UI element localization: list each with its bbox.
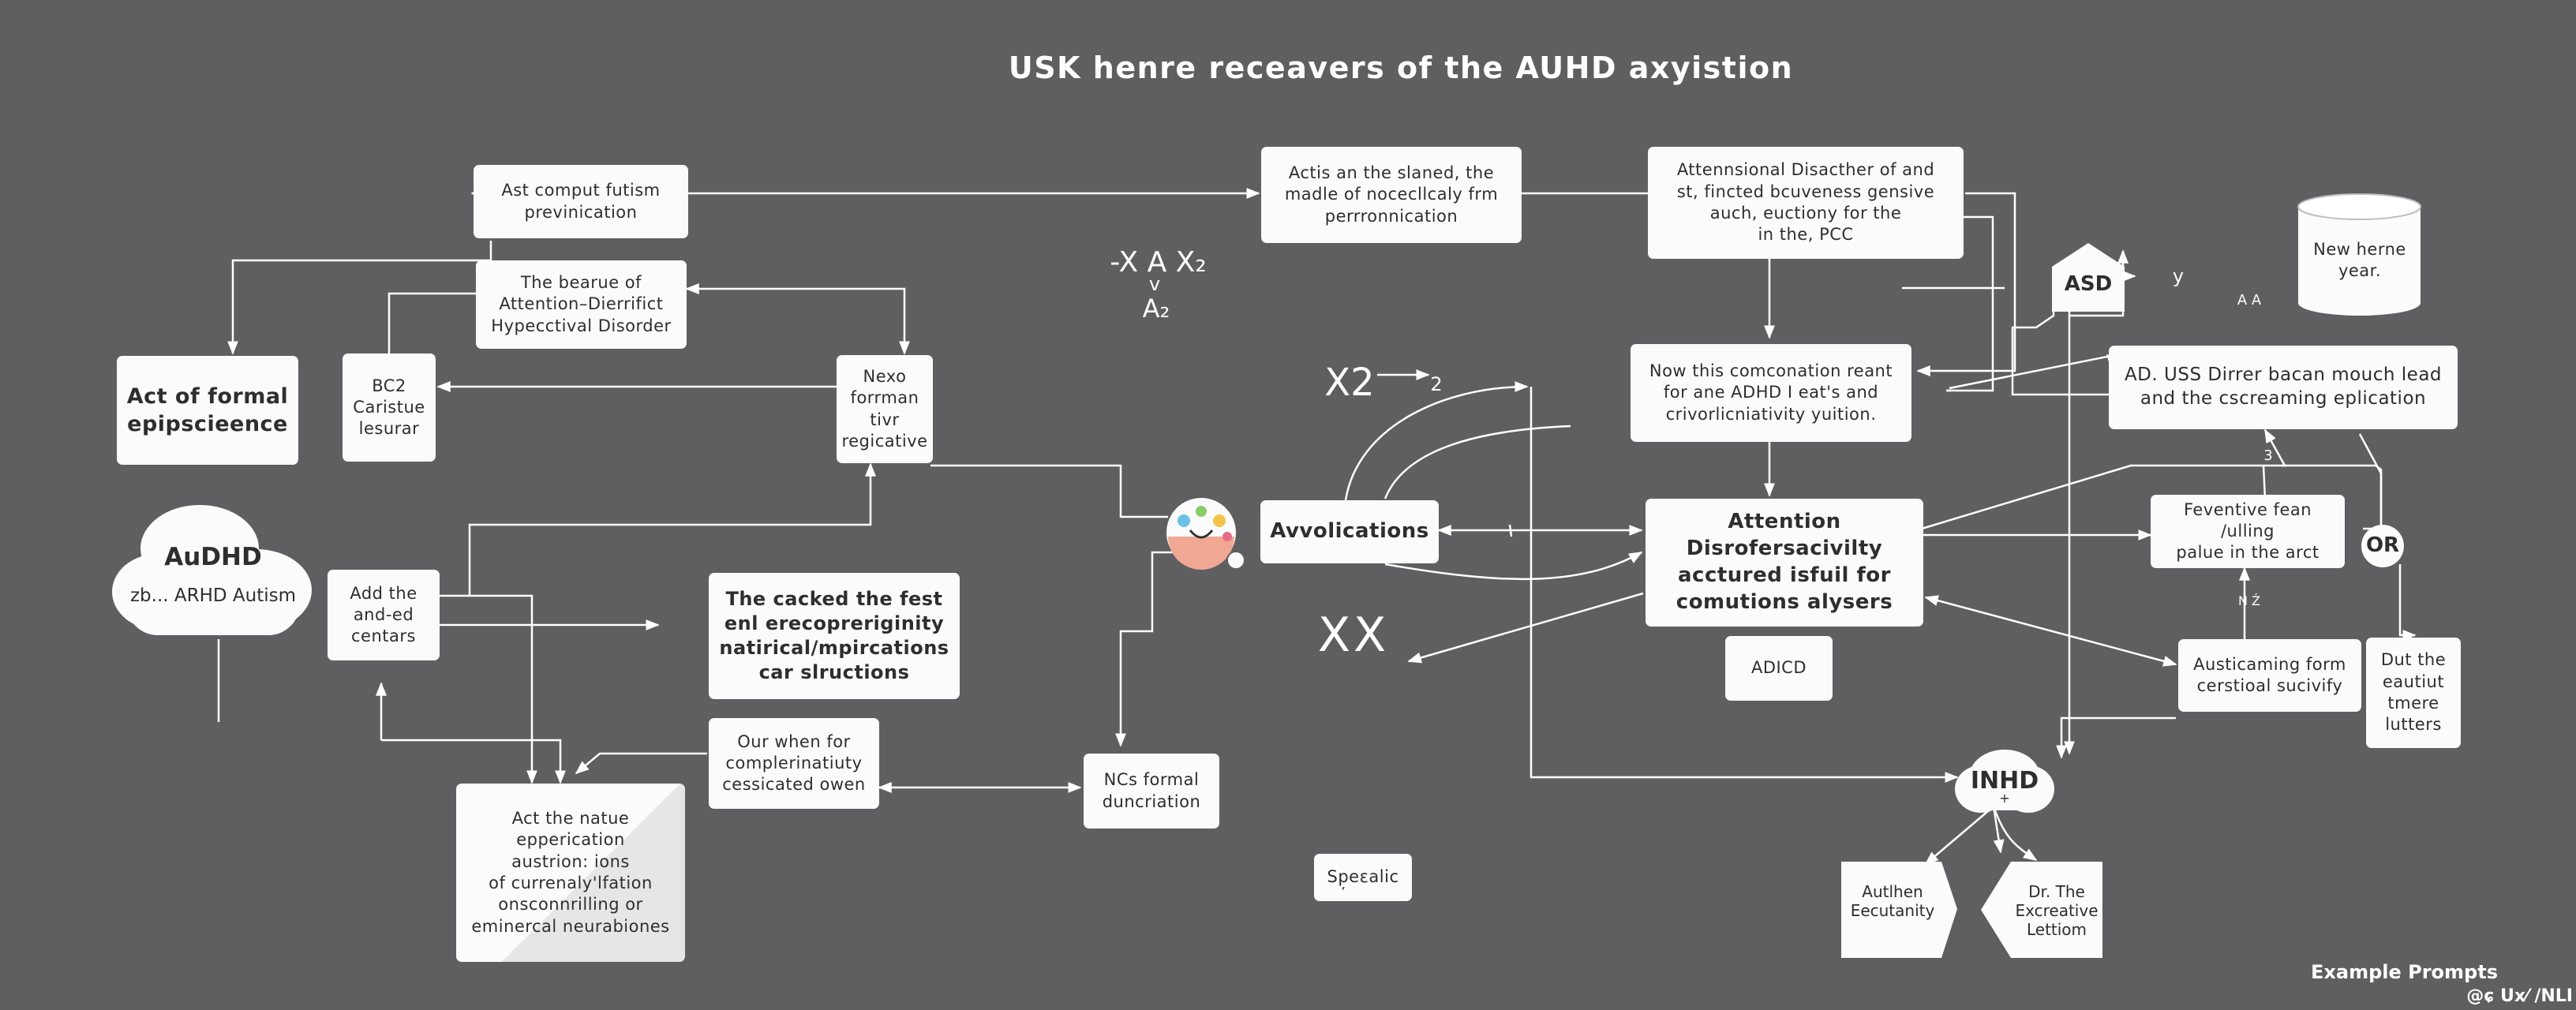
node-now-this[interactable]: Now this comconation reant for ane ADHD … bbox=[1631, 344, 1911, 442]
node-ad-uss[interactable]: AD. USS Dirrer bacan mouch lead and the … bbox=[2109, 346, 2458, 429]
inhd-cloud bbox=[1955, 750, 2054, 813]
node-actis[interactable]: Actis an the slaned, the madle of nocecl… bbox=[1261, 147, 1522, 243]
y-label: y bbox=[2172, 265, 2185, 287]
node-act-nature[interactable]: Act the natue epperication austrion: ion… bbox=[456, 784, 685, 962]
page-title: USK henre receavers of the AUHD axyistio… bbox=[1008, 50, 1794, 85]
node-nexo[interactable]: Nexo forrman tivr regicative bbox=[837, 355, 933, 463]
inhd-label[interactable]: INHD bbox=[1970, 767, 2039, 795]
node-bearue[interactable]: The bearue of Attention–Dierrifict Hypec… bbox=[476, 260, 687, 349]
footer-credit: @ɕ Ux⁄ /NLI bbox=[2466, 986, 2573, 1006]
node-add-the[interactable]: Add the and-ed centars bbox=[328, 570, 440, 660]
node-act-formal[interactable]: Act of formal epipscieence bbox=[117, 356, 298, 465]
aa-label: A A bbox=[2237, 292, 2262, 309]
dr-the-label[interactable]: Dr. The Excreative Lettiom bbox=[2015, 882, 2099, 939]
data-store-cylinder bbox=[2297, 193, 2421, 316]
cloud-subtitle: zb... ARHD Autism bbox=[129, 585, 297, 606]
face-icon bbox=[1166, 498, 1245, 570]
x2-sub-label: 2 bbox=[1430, 373, 1443, 395]
authen-label[interactable]: Autlhen Eecutanity bbox=[1850, 882, 1935, 920]
asd-label[interactable]: ASD bbox=[2064, 272, 2113, 296]
n-label: N Ź bbox=[2237, 593, 2260, 608]
node-adicd[interactable]: ADICD bbox=[1725, 636, 1833, 701]
node-new-herne[interactable]: New herne year. bbox=[2313, 239, 2406, 280]
x2-label: X2 bbox=[1324, 361, 1375, 405]
footer-prompts: Example Prompts bbox=[2311, 961, 2498, 983]
dr-the-shape bbox=[1981, 862, 2102, 958]
node-attention-dis[interactable]: Attention Disrofersacivilty acctured isf… bbox=[1646, 499, 1923, 627]
cloud-title: AuDHD bbox=[164, 543, 262, 571]
audhd-cloud bbox=[112, 505, 312, 635]
node-ncs[interactable]: NCs formal duncriation bbox=[1084, 754, 1219, 829]
node-feventive[interactable]: Feventive fean /ulling palue in the arct bbox=[2151, 495, 2345, 568]
node-dut-the[interactable]: Dut the eautiut tmere lutters bbox=[2366, 638, 2461, 748]
node-attennsional[interactable]: Attennsional Disacther of and st, fincte… bbox=[1648, 147, 1964, 259]
formula-text: -X A X₂ bbox=[1110, 246, 1207, 279]
plus-label: + bbox=[1999, 791, 2010, 806]
xx-label: XX bbox=[1317, 608, 1390, 663]
or-circle bbox=[2361, 525, 2404, 567]
node-bc2[interactable]: BC2 Caristue lesurar bbox=[343, 354, 436, 462]
three-label: 3 bbox=[2263, 447, 2273, 464]
node-cacked[interactable]: The cacked the fest enl erecopreriginity… bbox=[709, 573, 960, 699]
node-ast-comput[interactable]: Ast comput futism previnication bbox=[474, 165, 688, 238]
node-our-when[interactable]: Our when for complerinatiuty cessicated … bbox=[709, 718, 879, 809]
formula-a2: A₂ bbox=[1142, 294, 1170, 324]
formula-v: v bbox=[1148, 273, 1161, 295]
node-avvolications[interactable]: Avvolications bbox=[1260, 500, 1439, 563]
or-label[interactable]: OR bbox=[2365, 533, 2400, 557]
node-austicaming[interactable]: Austicaming form cerstioal sucivify bbox=[2178, 639, 2361, 712]
node-specialic[interactable]: Sp̦eεalic bbox=[1314, 854, 1412, 901]
authen-shape bbox=[1841, 862, 1957, 958]
asd-shape bbox=[2052, 243, 2125, 312]
